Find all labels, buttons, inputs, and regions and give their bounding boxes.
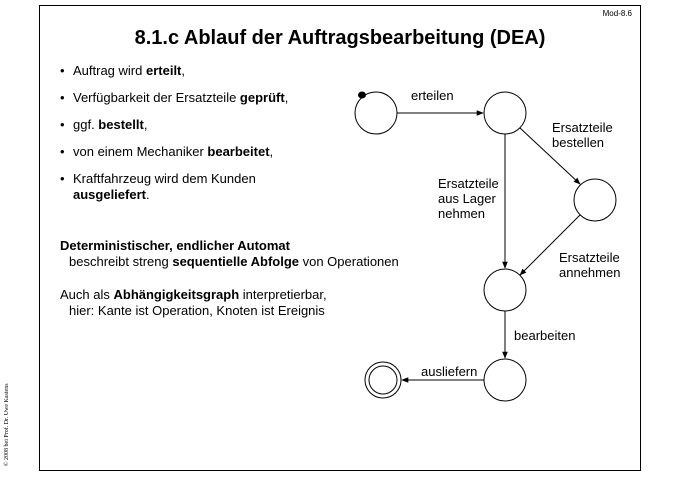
- graph-text: Auch als Abhängigkeitsgraph interpretier…: [60, 287, 327, 318]
- automat-heading: Deterministischer, endlicher Automat: [60, 238, 290, 253]
- label-erteilen: erteilen: [411, 88, 454, 103]
- state-bearbeitet: [483, 358, 527, 402]
- edge-annehmen: [519, 214, 581, 276]
- start-marker: [358, 91, 366, 99]
- label-annehmen: Ersatzteile annehmen: [559, 250, 623, 280]
- label-ausliefern: ausliefern: [421, 364, 477, 379]
- bullet-item: von einem Mechaniker bearbeitet,: [60, 144, 288, 160]
- label-bestellen: Ersatzteile bestellen: [552, 120, 616, 150]
- state-teile-da: [483, 268, 527, 312]
- slide-id: Mod-8.6: [602, 9, 632, 18]
- bullet-list: Auftrag wird erteilt, Verfügbarkeit der …: [60, 63, 288, 214]
- bullet-item: Verfügbarkeit der Ersatzteile geprüft,: [60, 90, 288, 106]
- edge-bestellen: [519, 127, 581, 185]
- label-bearbeiten: bearbeiten: [514, 328, 575, 343]
- bullet-item: Auftrag wird erteilt,: [60, 63, 288, 79]
- state-final-inner: [368, 365, 398, 395]
- label-lager: Ersatzteile aus Lager nehmen: [438, 176, 502, 221]
- state-bestellt: [573, 178, 617, 222]
- slide-title: 8.1.c Ablauf der Auftragsbearbeitung (DE…: [134, 27, 546, 49]
- state-erteilt: [483, 91, 527, 135]
- slide-frame: [39, 5, 641, 471]
- bullet-item: ggf. bestellt,: [60, 117, 288, 133]
- automat-text: Deterministischer, endlicher Automat bes…: [60, 238, 399, 269]
- bullet-item: Kraftfahrzeug wird dem Kundenausgeliefer…: [60, 171, 288, 203]
